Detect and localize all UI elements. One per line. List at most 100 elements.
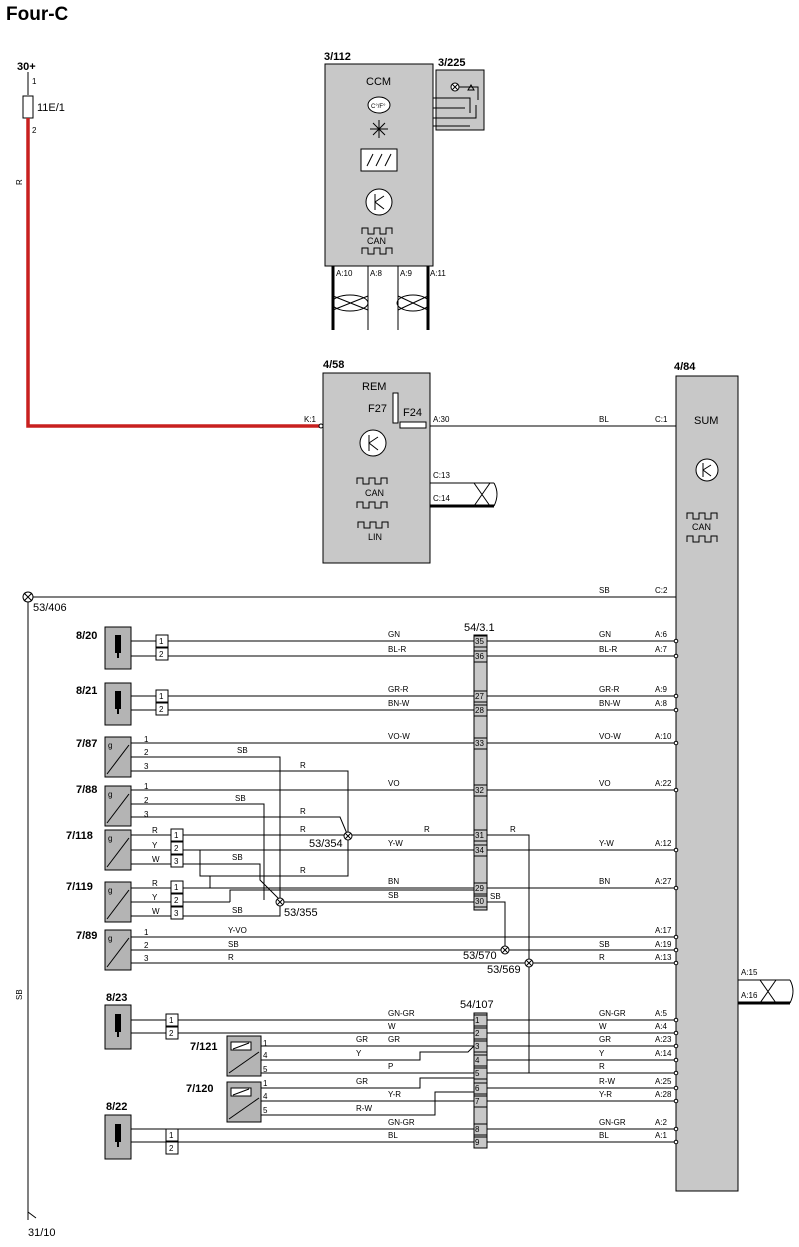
bus-pin-box — [473, 690, 488, 703]
sum-pin-label: A:14 — [655, 1049, 672, 1058]
connector-pin-number: 2 — [169, 1144, 174, 1153]
fuse-pin-2: 2 — [32, 126, 37, 135]
can-wave-bottom — [361, 247, 393, 255]
sum-pin-label: A:8 — [655, 699, 668, 708]
bus-pin-box — [473, 1095, 488, 1108]
sensor-g-label: g — [108, 934, 112, 943]
bus-pin-box — [473, 1123, 488, 1136]
component-8-22 — [104, 1114, 132, 1160]
sum-terminal — [673, 787, 679, 793]
sum-pin-label: A:12 — [655, 839, 672, 848]
wire-color-right: BN — [599, 877, 610, 886]
r-to-splice — [487, 834, 530, 963]
potentiometer-arrow — [232, 1042, 250, 1050]
bus-pin-number: 5 — [475, 1069, 480, 1078]
wire-color-left: VO — [388, 779, 400, 788]
rem-fuse-f24: F24 — [403, 407, 422, 419]
bus-pin-box — [473, 1027, 488, 1040]
wire-color: R — [152, 826, 158, 835]
connector-pin-number: 2 — [159, 650, 164, 659]
sum-pin-a15: A:15 — [741, 968, 758, 977]
wire-color: R-W — [356, 1104, 372, 1113]
fuse-f27-icon — [392, 392, 399, 424]
wire-color: SB — [235, 794, 246, 803]
pin-num: 1 — [263, 1079, 268, 1088]
rem-name: REM — [362, 381, 386, 393]
sum-pin-a16: A:16 — [741, 991, 758, 1000]
wire-color-right: R — [599, 1062, 605, 1071]
pin-num: 5 — [263, 1065, 268, 1074]
wire-color-left: GN — [388, 630, 400, 639]
wire-color: GR — [356, 1077, 368, 1086]
sum-pin-c1: C:1 — [655, 415, 668, 424]
svg-text:A:10: A:10 — [336, 269, 353, 278]
sum-terminal — [673, 740, 679, 746]
splice-label: 53/354 — [309, 838, 343, 850]
connector-pin-number: 1 — [174, 831, 179, 840]
sum-terminal — [673, 1126, 679, 1132]
rem-module — [322, 372, 431, 564]
rem-lin-wave — [357, 521, 389, 529]
sum-transistor-icon — [695, 458, 719, 482]
wire-color: R — [228, 953, 234, 962]
connector-pin-number: 3 — [174, 909, 179, 918]
sensor-slope-line — [106, 837, 130, 868]
wire-color: R — [599, 953, 605, 962]
wire-color: R-W — [599, 1077, 615, 1086]
sum-terminal — [673, 1030, 679, 1036]
bus-pin-number: 36 — [475, 652, 484, 661]
bus1-ref: 54/3.1 — [464, 622, 495, 634]
ground-end-symbol — [27, 1211, 37, 1220]
sum-terminal — [673, 1139, 679, 1145]
component-ref: 7/121 — [190, 1041, 218, 1053]
sensor-slope-line — [106, 889, 130, 920]
wire-color: R — [300, 866, 306, 875]
sum-can-wave-bottom — [686, 535, 718, 543]
wire-color-left: W — [388, 1022, 396, 1031]
injector-valve-icon — [115, 635, 121, 658]
sensor-g-label: g — [108, 741, 112, 750]
wire-color-left: VO-W — [388, 732, 410, 741]
diagram-title: Four-C — [6, 4, 69, 25]
panel-module — [435, 69, 485, 131]
wire-color: SB — [237, 746, 248, 755]
splice-53-355-x2 — [276, 898, 284, 906]
splice-53-570-x2 — [501, 946, 509, 954]
rem-pin-c14: C:14 — [433, 494, 450, 503]
wire-color: Y-VO — [228, 926, 247, 935]
sum-terminal — [673, 960, 679, 966]
bus-pin-number: 8 — [475, 1125, 480, 1134]
component-ref: 7/119 — [66, 881, 93, 893]
w-sb — [183, 905, 281, 917]
bus-pin-box — [473, 1014, 488, 1027]
wire-color-left: Y-W — [388, 839, 403, 848]
sb-to-splice — [183, 863, 281, 901]
wire-color: SB — [232, 853, 243, 862]
connector-pin-number: 2 — [169, 1029, 174, 1038]
splice-label: 53/355 — [284, 907, 318, 919]
wire-color-left: GN-GR — [388, 1118, 415, 1127]
sum-pin-label: A:6 — [655, 630, 668, 639]
wire-color: SB — [388, 891, 399, 900]
connector-pin-box — [170, 893, 184, 907]
sum-module — [675, 375, 739, 1192]
sum-terminal — [673, 653, 679, 659]
rem-can-twisted — [430, 482, 498, 508]
sum-ref: 4/84 — [674, 361, 696, 373]
potentiometer-arrow — [232, 1088, 250, 1096]
connector-pin-number: 1 — [159, 637, 164, 646]
wire-color-right: BN-W — [599, 699, 621, 708]
bus-pin-number: 29 — [475, 884, 484, 893]
sum-can-twisted — [738, 979, 794, 1005]
sensor-slope-line — [106, 744, 130, 775]
potentiometer-slope-line — [228, 1051, 260, 1074]
r-branch — [183, 840, 349, 877]
bus-pin-number: 3 — [475, 1042, 480, 1051]
sum-pin-label: A:4 — [655, 1022, 668, 1031]
wire-color-right: Y-W — [599, 839, 614, 848]
rem-can-wave-top — [356, 477, 388, 485]
sensor-g-label: g — [108, 790, 112, 799]
sum-terminal — [673, 1043, 679, 1049]
bus-pin-number: 34 — [475, 846, 484, 855]
